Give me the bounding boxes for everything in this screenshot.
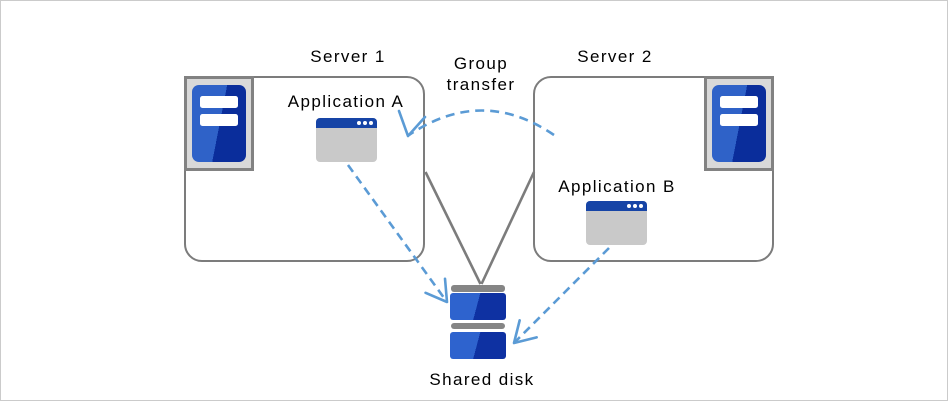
app-b-label: Application B xyxy=(558,177,676,196)
server2-label: Server 2 xyxy=(577,47,653,66)
shared-disk-icon xyxy=(451,285,505,292)
tower-slot-bar xyxy=(200,114,238,126)
server2-to-disk-line xyxy=(480,171,536,285)
window-titlebar xyxy=(586,201,647,211)
server1-icon xyxy=(184,76,254,171)
shared-disk-icon xyxy=(450,293,506,320)
server-tower-icon xyxy=(712,85,766,162)
group-transfer-label: Group transfer xyxy=(446,54,516,94)
tower-slot-bar xyxy=(720,114,758,126)
window-dots-icon xyxy=(357,121,373,125)
tower-slot-bar xyxy=(720,96,758,108)
tower-slot-bar xyxy=(200,96,238,108)
window-titlebar xyxy=(316,118,377,128)
app-b-to-disk-arrow xyxy=(512,247,610,345)
server1-to-disk-line xyxy=(424,171,482,285)
app-b-window-icon xyxy=(586,201,647,245)
server2-icon xyxy=(704,76,774,171)
shared-disk-icon xyxy=(450,331,506,359)
server-tower-icon xyxy=(192,85,246,162)
server1-label: Server 1 xyxy=(310,47,386,66)
shared-disk-label: Shared disk xyxy=(429,370,535,389)
app-a-label: Application A xyxy=(287,92,405,111)
window-dots-icon xyxy=(627,204,643,208)
app-a-window-icon xyxy=(316,118,377,162)
shared-disk-icon xyxy=(451,322,505,329)
